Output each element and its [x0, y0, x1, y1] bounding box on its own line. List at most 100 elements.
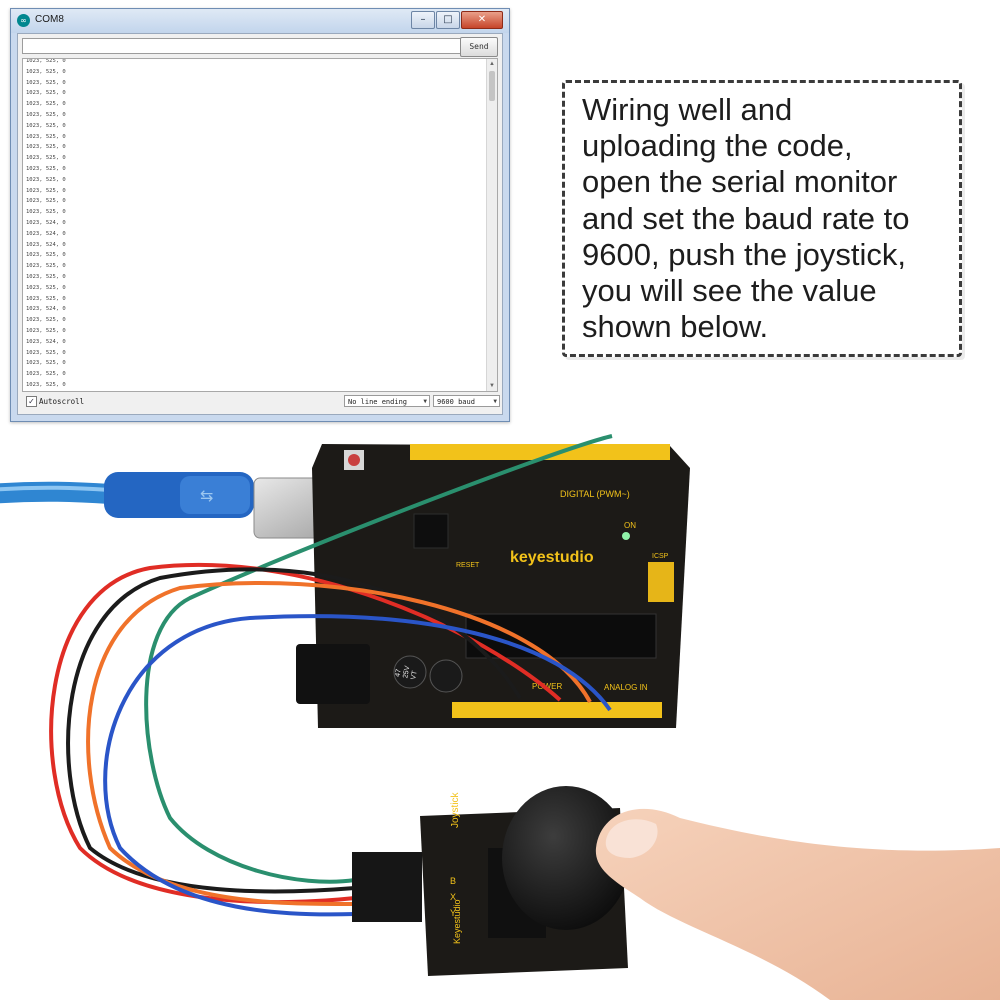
wire-green — [144, 434, 613, 884]
serial-line: 1023, 525, 0 — [26, 349, 66, 356]
icsp-label: ICSP — [652, 553, 669, 560]
minimize-button[interactable]: – — [411, 11, 435, 29]
serial-line: 1023, 525, 0 — [26, 101, 66, 108]
capacitor-2 — [429, 659, 463, 693]
serial-line: 1023, 525, 0 — [26, 252, 66, 259]
usb-chip — [413, 513, 449, 549]
close-button[interactable]: ✕ — [461, 11, 503, 29]
line-ending-value: No line ending — [348, 398, 408, 406]
serial-line: 1023, 524, 0 — [26, 219, 66, 226]
serial-line: 1023, 525, 0 — [26, 381, 66, 388]
board-brand: keyestudio — [510, 549, 594, 566]
baud-rate-value: 9600 baud — [437, 398, 475, 406]
line-ending-select[interactable]: No line ending ▼ — [344, 395, 430, 407]
capacitor-label-line: 47 — [394, 668, 402, 677]
chevron-down-icon: ▼ — [493, 398, 497, 405]
serial-line: 1023, 525, 0 — [26, 295, 66, 302]
capacitor-label-line: 25V — [402, 665, 411, 679]
autoscroll-checkbox[interactable]: ✓ — [26, 396, 37, 407]
microcontroller-chip — [465, 613, 657, 659]
joystick-brand: Keyestudio — [452, 899, 462, 944]
serial-line: 1023, 524, 0 — [26, 241, 66, 248]
finger — [595, 808, 1000, 1000]
analog-label: ANALOG IN — [604, 683, 648, 692]
serial-line: 1023, 525, 0 — [26, 68, 66, 75]
usb-plug-grip — [180, 476, 250, 514]
scroll-down-icon[interactable]: ▼ — [489, 383, 495, 389]
window-controls: – □ ✕ — [410, 11, 503, 29]
icsp-header — [648, 562, 674, 602]
title-bar[interactable]: ∞ COM8 – □ ✕ — [11, 9, 509, 33]
instruction-line: and set the baud rate to — [582, 200, 910, 236]
send-button[interactable]: Send — [460, 37, 498, 57]
serial-line: 1023, 525, 0 — [26, 133, 66, 140]
reset-label: RESET — [456, 562, 480, 569]
serial-line: 1023, 525, 0 — [26, 187, 66, 194]
serial-line: 1023, 525, 0 — [26, 176, 66, 183]
instruction-line: uploading the code, — [582, 128, 853, 164]
serial-line: 1023, 525, 0 — [26, 198, 66, 205]
serial-line: 1023, 525, 0 — [26, 79, 66, 86]
chevron-down-icon: ▼ — [423, 398, 427, 405]
serial-line: 1023, 525, 0 — [26, 360, 66, 367]
scroll-up-icon[interactable]: ▲ — [489, 61, 495, 67]
instruction-line: open the serial monitor — [582, 164, 898, 200]
usb-cable — [0, 481, 120, 504]
digital-label: DIGITAL (PWM~) — [560, 489, 630, 499]
send-input[interactable] — [22, 38, 462, 54]
serial-line: 1023, 525, 0 — [26, 317, 66, 324]
baud-rate-select[interactable]: 9600 baud ▼ — [433, 395, 500, 407]
serial-line: 1023, 525, 0 — [26, 263, 66, 270]
serial-line: 1023, 525, 0 — [26, 327, 66, 334]
serial-line: 1023, 525, 0 — [26, 371, 66, 378]
analog-header — [452, 702, 662, 718]
autoscroll-label: Autoscroll — [39, 397, 85, 406]
on-led — [622, 532, 630, 540]
hardware-photo: ⇆ 4725VVT keyestudio DIGITAL (PWM~) ON I… — [0, 434, 1000, 1000]
wire-orange — [86, 581, 592, 907]
joystick-pin-labels: B X Y — [450, 876, 456, 918]
joystick-label: Joystick — [450, 791, 461, 828]
capacitor-label-line: VT — [410, 669, 419, 680]
instruction-line: you will see the value — [582, 273, 877, 309]
joystick-knob[interactable] — [502, 786, 630, 930]
dupont-connector — [352, 852, 422, 922]
serial-bottom-bar: ✓ Autoscroll No line ending ▼ 9600 baud … — [18, 390, 502, 414]
instruction-line: 9600, push the joystick, — [582, 236, 906, 272]
serial-line: 1023, 524, 0 — [26, 230, 66, 237]
wire-blue — [103, 614, 612, 917]
serial-line: 1023, 525, 0 — [26, 284, 66, 291]
scrollbar-thumb[interactable] — [489, 71, 495, 101]
serial-line: 1023, 525, 0 — [26, 90, 66, 97]
digital-header — [410, 444, 670, 460]
vertical-scrollbar[interactable]: ▲ ▼ — [486, 59, 497, 391]
serial-line: 1023, 525, 0 — [26, 58, 66, 64]
fingernail — [605, 819, 658, 858]
on-label: ON — [624, 521, 636, 530]
maximize-button[interactable]: □ — [436, 11, 460, 29]
serial-line: 1023, 525, 0 — [26, 273, 66, 280]
usb-cable-highlight — [0, 485, 111, 492]
instruction-line: shown below. — [582, 309, 769, 345]
serial-line: 1023, 525, 0 — [26, 111, 66, 118]
window-title: COM8 — [35, 14, 64, 25]
serial-output-lines: 1023, 525, 0 1023, 525, 0 1023, 525, 0 1023… — [26, 58, 66, 391]
dc-jack — [296, 644, 370, 704]
pin-label-x: X — [450, 892, 456, 902]
capacitor-label: 4725VVT — [394, 664, 419, 681]
instruction-line: Wiring well and — [582, 92, 793, 127]
serial-line: 1023, 524, 0 — [26, 338, 66, 345]
serial-line: 1023, 525, 0 — [26, 144, 66, 151]
serial-line: 1023, 525, 0 — [26, 122, 66, 129]
serial-output[interactable]: 1023, 525, 0 1023, 525, 0 1023, 525, 0 1023… — [22, 58, 498, 392]
usb-icon: ⇆ — [200, 486, 213, 505]
capacitor-1 — [393, 655, 427, 689]
reset-button-cap — [348, 454, 360, 466]
pin-label-y: Y — [450, 908, 456, 918]
power-label: POWER — [532, 682, 562, 691]
pin-label-b: B — [450, 876, 456, 886]
